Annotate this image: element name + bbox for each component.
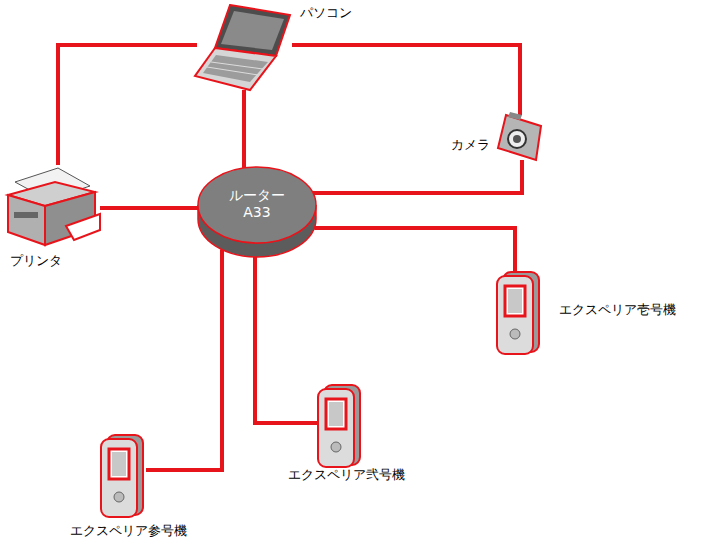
device-node: エクスペリア参号機 [100, 435, 146, 517]
network-cable [242, 90, 246, 168]
camera-icon [498, 112, 541, 160]
device-label: エクスペリア弐号機 [288, 467, 405, 483]
network-cable [146, 250, 222, 470]
router-text-box: ルーターA33 [197, 174, 317, 234]
network-cable [313, 160, 522, 193]
device-label: プリンタ [10, 253, 62, 269]
network-cable [100, 206, 198, 210]
device-node: エクスペリア弐号機 [318, 385, 356, 465]
device-node: カメラ [498, 115, 542, 160]
network-cable [292, 45, 520, 115]
phone-icon [101, 435, 143, 517]
device-label: エクスペリア壱号機 [559, 302, 676, 318]
router-name: ルーター [229, 187, 285, 205]
printer-icon [8, 168, 100, 245]
laptop-icon [195, 5, 290, 90]
device-node: エクスペリア壱号機 [497, 272, 541, 354]
device-label: カメラ [451, 137, 490, 153]
network-cable [255, 257, 318, 423]
phone-icon [318, 385, 360, 467]
device-node: パソコン [197, 5, 292, 90]
device-label: エクスペリア参号機 [70, 523, 187, 539]
router-node: ルーターA33 [197, 160, 317, 260]
network-cable [314, 228, 515, 272]
router-model: A33 [243, 204, 270, 222]
device-node: プリンタ [8, 165, 100, 245]
network-cable [58, 45, 197, 165]
device-label: パソコン [300, 5, 352, 21]
phone-icon [497, 272, 539, 354]
router-top [198, 167, 316, 243]
